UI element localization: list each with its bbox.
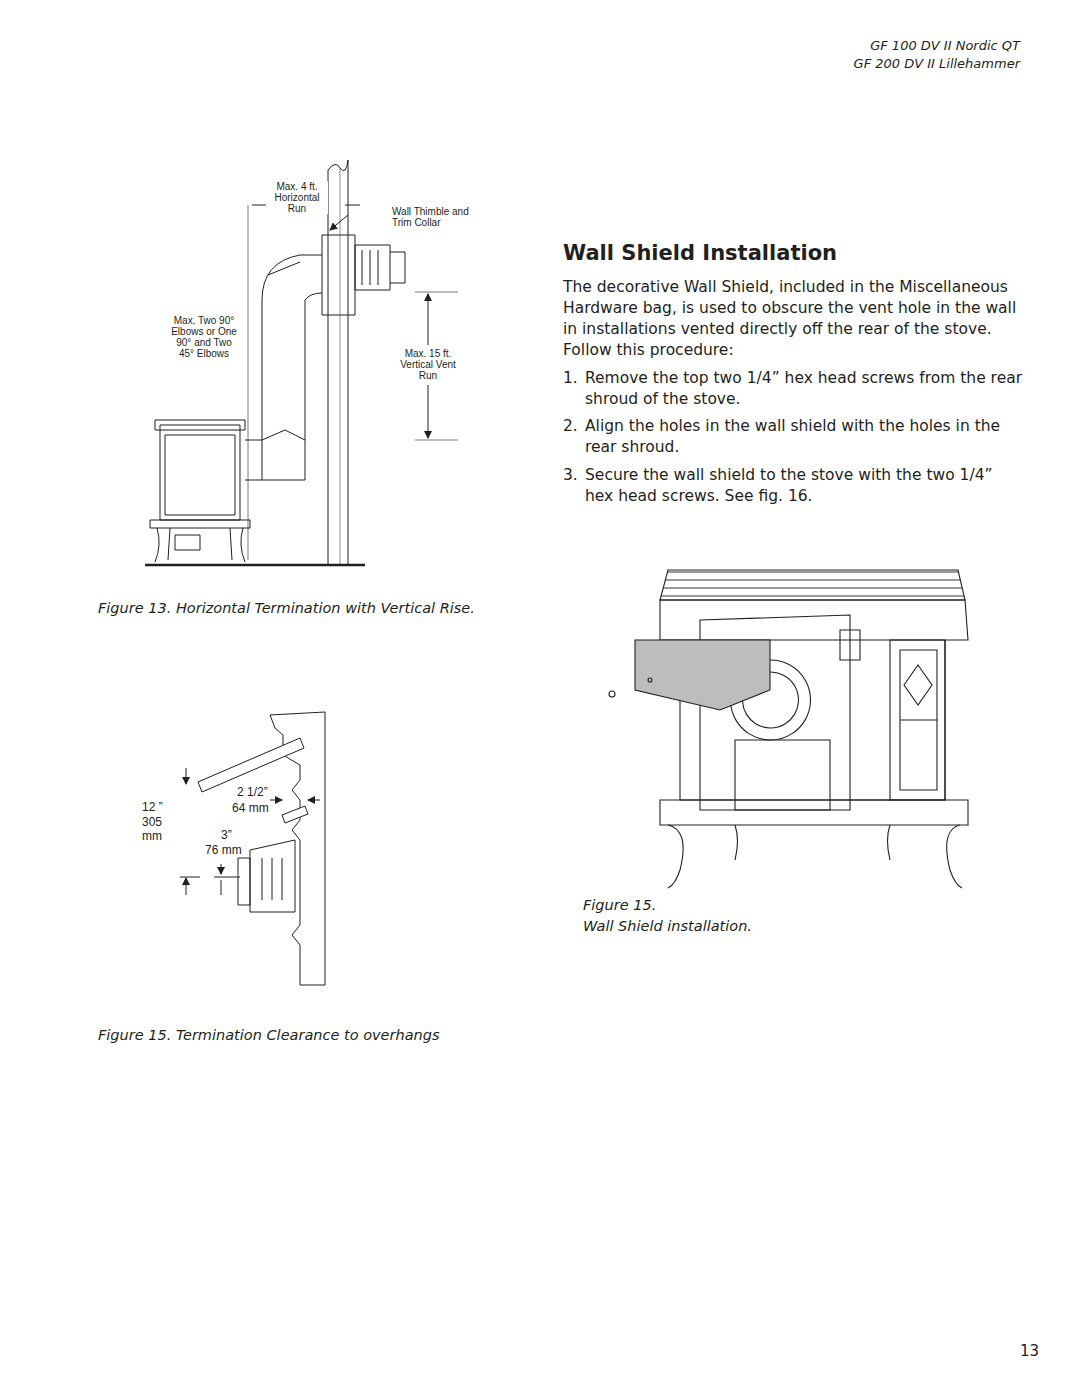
stove-figure (609, 570, 968, 888)
dimension-label: 305 mm (142, 815, 172, 843)
callout-label: Max. Two 90° Elbows or One 90° and Two 4… (168, 315, 240, 359)
step-number: 3. (563, 465, 585, 486)
step-text: Align the holes in the wall shield with … (585, 416, 1025, 458)
dimension-label: Max. 15 ft. Vertical Vent Run (392, 348, 464, 381)
dimension-label: 12 ” (142, 800, 163, 814)
figure-caption: Figure 15. Termination Clearance to over… (98, 1025, 518, 1045)
callout-label: Wall Thimble and Trim Collar (392, 206, 484, 228)
figure-caption: Figure 13. Horizontal Termination with V… (98, 598, 518, 618)
running-header: GF 200 DV II Lillehammer (620, 56, 1020, 72)
overhang-figure (180, 712, 325, 985)
section-title: Wall Shield Installation (563, 240, 1033, 266)
step-text: Remove the top two 1/4” hex head screws … (585, 368, 1025, 410)
step-number: 1. (563, 368, 585, 389)
dimension-label: Max. 4 ft. Horizontal Run (266, 181, 328, 214)
step-number: 2. (563, 416, 585, 437)
page-number: 13 (1020, 1342, 1039, 1360)
figure-caption: Wall Shield installation. (583, 916, 833, 936)
step-text: Secure the wall shield to the stove with… (585, 465, 1025, 507)
figure-caption: Figure 15. (583, 895, 783, 915)
dimension-label: 2 1/2” (237, 785, 268, 799)
dimension-label: 76 mm (205, 843, 242, 857)
dimension-label: 3” (221, 828, 232, 842)
running-header: GF 100 DV II Nordic QT (620, 38, 1020, 54)
dimension-label: 64 mm (232, 801, 269, 815)
paragraph: The decorative Wall Shield, included in … (563, 277, 1028, 361)
